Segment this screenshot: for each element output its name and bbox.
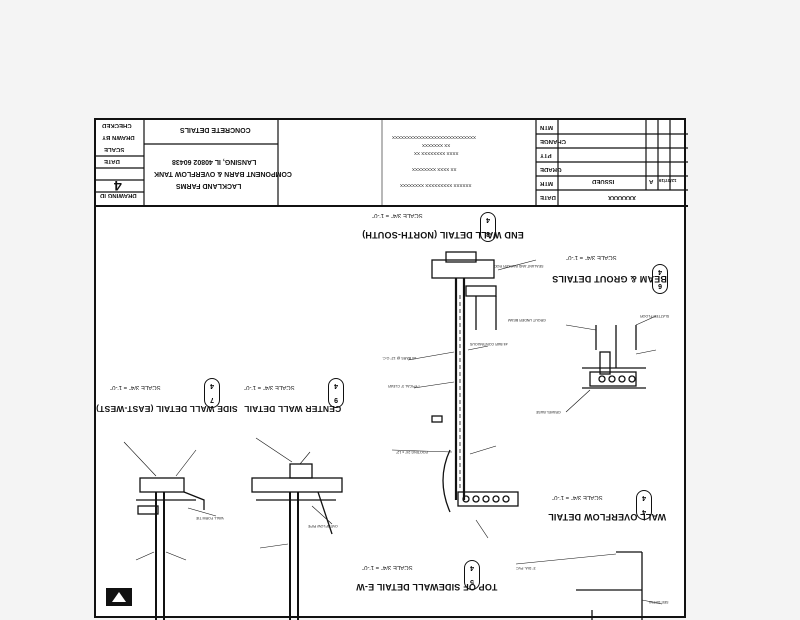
detail-8-title: END WALL DETAIL (NORTH-SOUTH) [362,230,524,240]
detail-4-title: WALL OVERFLOW DETAIL [548,512,667,522]
project-description: COMPONENT BARN & OVERFLOW TANK [154,170,292,177]
engineer-line-3: XXXX XXXXXXXX XX [414,151,459,156]
drawing-linework [96,120,688,620]
revision-by: XXXXXXX [608,194,637,200]
rev-row-5: MTR [540,180,553,186]
checked-label: CHECKED [102,122,132,128]
scale-label: SCALE [104,146,125,152]
drawing-sheet: DRAWING ID 4 DATE SCALE DRAWN BY CHECKED… [94,118,688,620]
note-slatted-floor: SLATTED FLOOR [640,314,670,319]
rev-row-4: GRADE [540,166,562,172]
revision-date: 12/07/19 [659,178,677,183]
rev-row-3: PTY [540,152,552,158]
detail-7-scale: SCALE 3/4" = 1'-0" [110,384,161,390]
north-arrow-icon [106,588,132,606]
note-gravel-base: GRAVEL BASE [536,410,561,415]
detail-4-scale: SCALE 3/4" = 1'-0" [552,494,603,500]
engineer-line-5: XXXXXX XXXXXXXXX XXXXXXXX [400,183,472,188]
sheet-title: CONCRETE DETAILS [180,126,251,133]
note-overflow-pipe: OVERFLOW PIPE [308,524,338,529]
detail-9-title: CENTER WALL DETAIL [244,404,342,414]
revision-number: A [649,178,654,184]
detail-8-scale: SCALE 3/4" = 1'-0" [372,212,423,218]
engineer-line-2: XX XXXXXXX [422,143,451,148]
date-label: DATE [104,158,120,164]
note-bars-end-wall: #5 BARS @ 12" O.C. [382,356,417,361]
note-continuous-bar: #4 BAR CONTINUOUS [470,342,508,347]
note-clear-cover: TYPICAL 3" CLEAR [388,384,421,389]
note-see-detail: SEE DETAIL [648,600,669,605]
project-name: LACKLAND FARMS [176,182,242,189]
detail-6-scale: SCALE 3/4" = 1'-0" [566,254,617,260]
note-grout: GROUT UNDER BEAM [508,318,546,323]
rev-row-6: DATE [540,194,556,200]
rev-row-1: MTN [540,124,553,130]
project-location: LANSING, IL 40802 60438 [172,158,257,165]
detail-9-scale: SCALE 3/4" = 1'-0" [244,384,295,390]
drawn-by-label: DRAWN BY [102,134,135,140]
detail-5-title: TOP OF SIDEWALL DETAIL E-W [356,582,498,592]
note-footing: FOOTING 24" x 12" [396,450,428,455]
detail-6-title: BEAM & GROUT DETAILS [552,274,667,284]
note-sealant: SEALANT AND BACKER ROD [494,264,544,269]
note-form-tie: WALL FORM TIE [196,516,224,521]
note-pvc: 3" DIA. PVC [516,566,536,571]
engineer-line-1: XXXXXXXXXXXXXXXXXXXXXXXXXXXX [392,135,477,140]
sheet-number: 4 [114,178,122,194]
detail-5-scale: SCALE 3/4" = 1'-0" [362,564,413,570]
engineer-line-4: XX XXXX XXXXXXXX [412,167,457,172]
revision-description: ISSUED [592,178,615,184]
detail-7-title: SIDE WALL DETAIL (EAST-WEST) [96,404,238,414]
rev-row-2: CHANGE [540,138,567,144]
